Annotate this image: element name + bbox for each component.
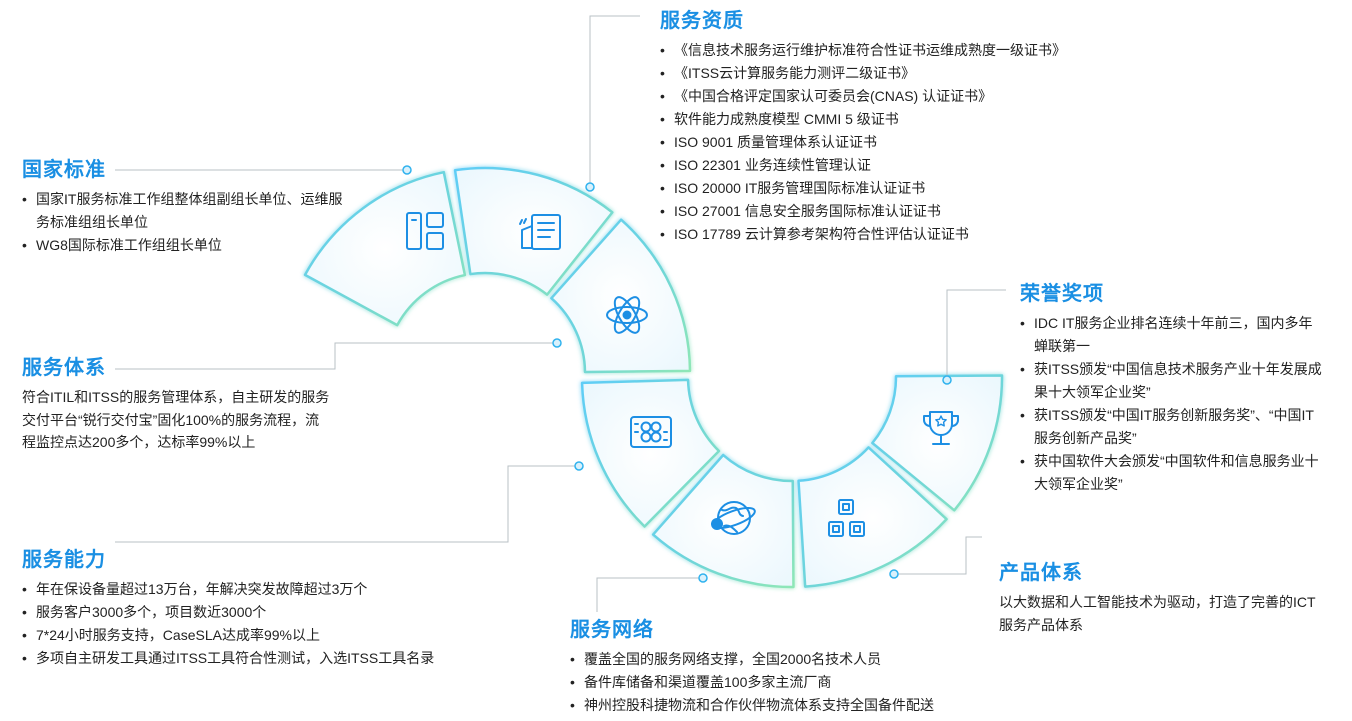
list-item: 获ITSS颁发“中国IT服务创新服务奖”、“中国IT服务创新产品奖”: [1020, 404, 1325, 450]
list-item: 备件库储备和渠道覆盖100多家主流厂商: [570, 671, 1010, 694]
ring-segment: [871, 374, 1004, 512]
ring-segment: [550, 218, 692, 374]
chanpin-description: 以大数据和人工智能技术为驱动，打造了完善的ICT服务产品体系: [999, 594, 1316, 633]
leader-wangluo: [596, 577, 703, 612]
section-title-nengli: 服务能力: [22, 549, 106, 571]
globe-icon: [711, 501, 756, 535]
section-wangluo: 服务网络 覆盖全国的服务网络支撑，全国2000名技术人员 备件库储备和渠道覆盖1…: [570, 618, 1010, 717]
section-rongyu: 荣誉奖项 IDC IT服务企业排名连续十年前三，国内多年蝉联第一 获ITSS颁发…: [1020, 282, 1325, 496]
ring-segment: [303, 170, 467, 327]
list-item: WG8国际标准工作组组长单位: [22, 234, 352, 257]
dot: [698, 573, 708, 583]
leader-zizhi: [589, 15, 640, 187]
list-item: 神州控股科捷物流和合作伙伴物流体系支持全国备件配送: [570, 694, 1010, 717]
leader-chanpin: [894, 536, 982, 575]
dot: [552, 338, 562, 348]
leader-rongyu: [946, 289, 1006, 380]
list-item: ISO 20000 IT服务管理国际标准认证证书: [660, 177, 1140, 200]
tixi-description: 符合ITIL和ITSS的服务管理体系，自主研发的服务交付平台“锐行交付宝”固化1…: [22, 389, 330, 450]
dot: [574, 461, 584, 471]
section-title-tixi: 服务体系: [22, 357, 106, 379]
leader-lines: [115, 15, 1006, 612]
grid-icon: [406, 212, 444, 250]
ring-segment: [651, 453, 795, 589]
list-item: 国家IT服务标准工作组整体组副组长单位、运维服务标准组组长单位: [22, 188, 352, 234]
leader-tixi: [115, 342, 557, 370]
trophy-icon: [923, 411, 959, 445]
ring-segment: [453, 166, 614, 296]
ring-segment: [797, 446, 948, 588]
list-item: ISO 17789 云计算参考架构符合性评估认证证书: [660, 223, 1140, 246]
ring-segments: [303, 166, 1004, 589]
list-item: 《中国合格评定国家认可委员会(CNAS) 认证证书》: [660, 85, 1140, 108]
list-item: ISO 27001 信息安全服务国际标准认证证书: [660, 200, 1140, 223]
list-item: 服务客户3000多个，项目数近3000个: [22, 601, 502, 624]
leader-dots: [402, 165, 952, 583]
guojia-list: 国家IT服务标准工作组整体组副组长单位、运维服务标准组组长单位 WG8国际标准工…: [22, 188, 352, 257]
dot: [402, 165, 412, 175]
ring-segment: [580, 378, 721, 528]
list-item: 获中国软件大会颁发“中国软件和信息服务业十大领军企业奖”: [1020, 450, 1325, 496]
dot: [585, 182, 595, 192]
list-item: IDC IT服务企业排名连续十年前三，国内多年蝉联第一: [1020, 312, 1325, 358]
section-title-wangluo: 服务网络: [570, 619, 654, 641]
wangluo-list: 覆盖全国的服务网络支撑，全国2000名技术人员 备件库储备和渠道覆盖100多家主…: [570, 648, 1010, 717]
document-icon: [519, 214, 561, 250]
atom-icon: [606, 296, 648, 334]
section-tixi: 服务体系 符合ITIL和ITSS的服务管理体系，自主研发的服务交付平台“锐行交付…: [22, 356, 332, 454]
section-nengli: 服务能力 年在保设备量超过13万台，年解决突发故障超过3万个 服务客户3000多…: [22, 548, 502, 670]
section-guojia: 国家标准 国家IT服务标准工作组整体组副组长单位、运维服务标准组组长单位 WG8…: [22, 158, 352, 257]
section-title-chanpin: 产品体系: [999, 562, 1083, 584]
list-item: 7*24小时服务支持，CaseSLA达成率99%以上: [22, 624, 502, 647]
list-item: 《ITSS云计算服务能力测评二级证书》: [660, 62, 1140, 85]
nengli-list: 年在保设备量超过13万台，年解决突发故障超过3万个 服务客户3000多个，项目数…: [22, 578, 502, 670]
boxes-icon: [828, 499, 865, 537]
list-item: 年在保设备量超过13万台，年解决突发故障超过3万个: [22, 578, 502, 601]
list-item: 《信息技术服务运行维护标准符合性证书运维成熟度一级证书》: [660, 39, 1140, 62]
list-item: 软件能力成熟度模型 CMMI 5 级证书: [660, 108, 1140, 131]
dot: [942, 375, 952, 385]
list-item: ISO 9001 质量管理体系认证证书: [660, 131, 1140, 154]
list-item: 覆盖全国的服务网络支撑，全国2000名技术人员: [570, 648, 1010, 671]
section-zizhi: 服务资质 《信息技术服务运行维护标准符合性证书运维成熟度一级证书》 《ITSS云…: [660, 9, 1140, 246]
dot: [889, 569, 899, 579]
list-item: 多项自主研发工具通过ITSS工具符合性测试，入选ITSS工具名录: [22, 647, 502, 670]
list-item: 获ITSS颁发“中国信息技术服务产业十年发展成果十大领军企业奖”: [1020, 358, 1325, 404]
section-title-guojia: 国家标准: [22, 159, 106, 181]
chip-icon: [630, 416, 672, 448]
zizhi-list: 《信息技术服务运行维护标准符合性证书运维成熟度一级证书》 《ITSS云计算服务能…: [660, 39, 1140, 246]
section-title-rongyu: 荣誉奖项: [1020, 283, 1104, 305]
list-item: ISO 22301 业务连续性管理认证: [660, 154, 1140, 177]
leader-nengli: [115, 465, 579, 543]
section-title-zizhi: 服务资质: [660, 10, 744, 32]
section-chanpin: 产品体系 以大数据和人工智能技术为驱动，打造了完善的ICT服务产品体系: [999, 561, 1319, 636]
rongyu-list: IDC IT服务企业排名连续十年前三，国内多年蝉联第一 获ITSS颁发“中国信息…: [1020, 312, 1325, 496]
